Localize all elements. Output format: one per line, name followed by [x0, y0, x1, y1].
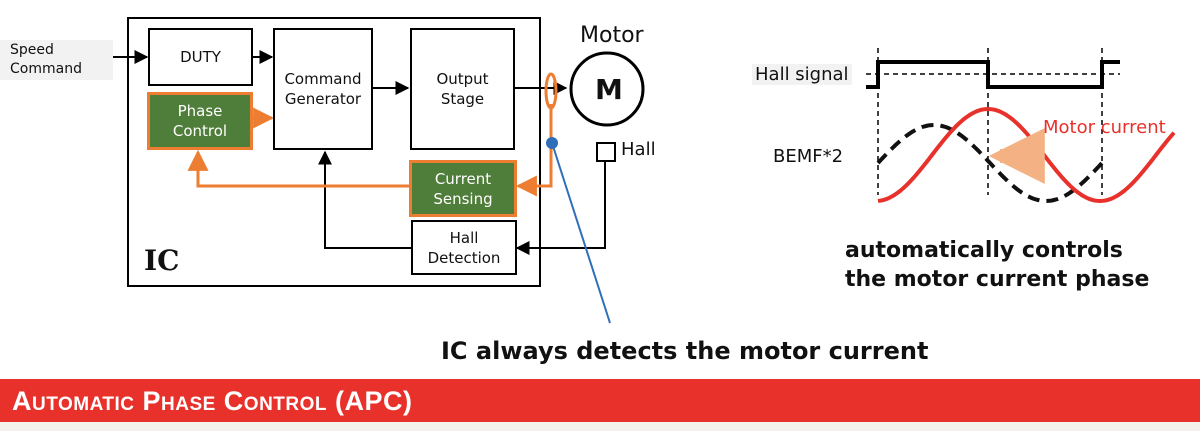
- bemf-label: BEMF*2: [773, 146, 844, 167]
- section-banner: Automatic Phase Control (APC): [0, 379, 1200, 422]
- arrow-sensing-to-phase: [187, 149, 409, 188]
- phase-control-label: Phase Control: [172, 102, 228, 140]
- arrow-probe-to-sensing: [515, 104, 553, 197]
- output-stage-block: Output Stage: [410, 28, 515, 150]
- current-probe-loop: [544, 72, 558, 110]
- callout-pointer: [551, 142, 611, 324]
- duty-block: DUTY: [148, 28, 253, 86]
- bottom-strip: [0, 422, 1200, 431]
- hall-signal-label: Hall signal: [752, 64, 852, 85]
- ic-label: IC: [144, 244, 180, 277]
- command-generator-block: Command Generator: [273, 28, 373, 150]
- phase-control-block: Phase Control: [147, 92, 253, 150]
- arrow-hall-to-detection: [515, 162, 606, 255]
- current-sensing-block: Current Sensing: [409, 160, 517, 217]
- command-generator-label: Command Generator: [284, 70, 362, 108]
- speed-command-label: Speed Command: [10, 42, 82, 77]
- ic-outline: [127, 17, 541, 287]
- duty-block-label: DUTY: [180, 48, 221, 66]
- callout-dot: [546, 137, 558, 149]
- hall-sensor-square: [596, 142, 616, 162]
- motor-current-label: Motor current: [1043, 117, 1166, 138]
- motor-title: Motor: [580, 23, 644, 48]
- hall-detection-label: Hall Detection: [427, 228, 501, 267]
- motor-symbol-label: M: [595, 73, 623, 106]
- speed-command-background: [0, 40, 113, 80]
- current-detection-callout: IC always detects the motor current: [441, 337, 929, 365]
- output-stage-label: Output Stage: [436, 70, 489, 108]
- hall-signal-wave: [866, 60, 1120, 89]
- hall-sensor-label: Hall: [621, 139, 656, 160]
- motor-symbol: [569, 51, 645, 127]
- hall-detection-block: Hall Detection: [411, 220, 517, 275]
- current-sensing-label: Current Sensing: [433, 169, 493, 208]
- arrow-hall-detection-to-command: [318, 150, 411, 249]
- banner-title: Automatic Phase Control (APC): [12, 386, 413, 416]
- apc-caption: automatically controls the motor current…: [845, 238, 1150, 292]
